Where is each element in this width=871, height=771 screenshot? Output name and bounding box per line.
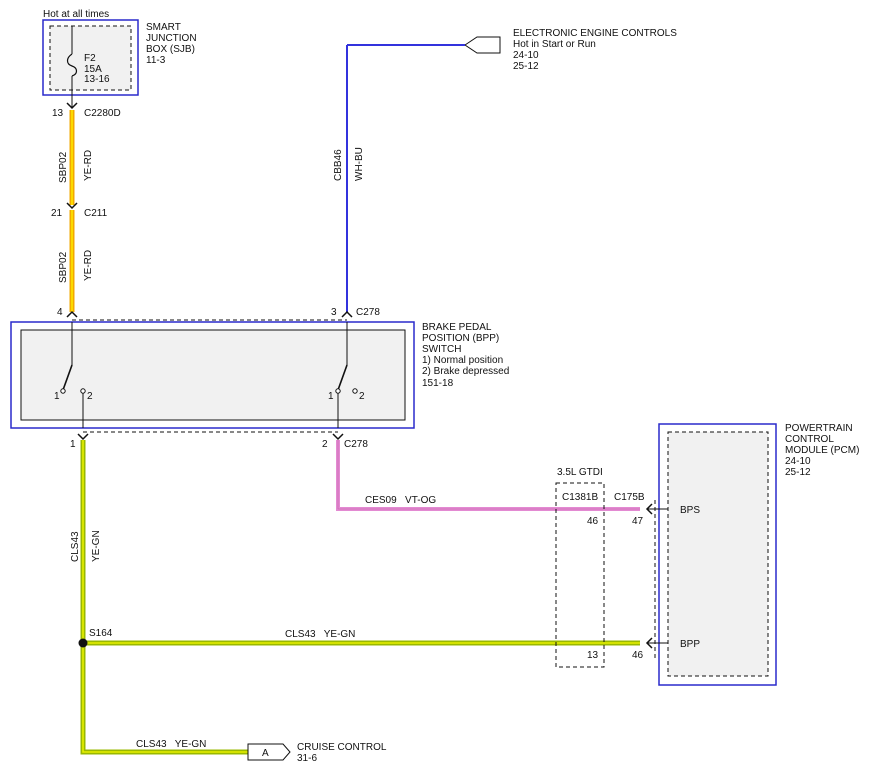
gtdi-dashed-box [555, 482, 605, 668]
pcm-bps-signal: BPS [680, 505, 700, 516]
wire-sbp02-a-color: YE-RD [83, 150, 94, 181]
sjb-module: Hot at all times F2 15A 13-16 SMART JUNC… [42, 9, 197, 107]
sjb-inner-box [49, 25, 132, 91]
connector-c211-pin: 21 [51, 208, 63, 219]
connector-c278-bottom-name: C278 [344, 439, 368, 450]
connector-c278-bottom-pin-left: 1 [70, 439, 76, 450]
connector-c2280d-pin: 13 [52, 108, 64, 119]
gtdi-connector: C1381B [562, 492, 598, 503]
pcm-bpp-pin: 46 [632, 650, 644, 661]
wire-cbb46: CBB46 WH-BU [333, 44, 465, 312]
pcm-title-3: MODULE (PCM) [785, 445, 859, 456]
eec-title-3: 24-10 [513, 50, 539, 61]
connector-c211-name: C211 [84, 208, 108, 219]
sjb-title-2: JUNCTION [146, 33, 197, 44]
bpp-right-contact-2 [352, 388, 358, 394]
wire-sbp02-a: SBP02 YE-RD [58, 110, 94, 205]
bpp-title-1: BRAKE PEDAL [422, 322, 492, 333]
connector-c278-bottom-chevron-left [77, 433, 89, 441]
bpp-left-blade [62, 364, 73, 391]
wire-cls43-vertical: CLS43 YE-GN [70, 440, 248, 755]
gtdi-group: 3.5L GTDI C1381B 46 13 [555, 467, 605, 668]
wire-cbb46-color: WH-BU [354, 147, 365, 181]
wire-cls43-horizontal: CLS43 YE-GN [83, 629, 640, 646]
pcm-connector-name: C175B [614, 492, 645, 503]
splice-label: S164 [89, 628, 113, 639]
pcm-bpp-signal: BPP [680, 639, 700, 650]
gtdi-pin-top: 46 [587, 516, 599, 527]
wire-sbp02-a-circuit: SBP02 [58, 151, 69, 183]
bpp-inner-box [20, 329, 406, 421]
connector-c2280d-chevron [66, 102, 78, 110]
connector-c278-bottom-chevron-right [332, 433, 344, 441]
eec-title-2: Hot in Start or Run [513, 39, 596, 50]
bpp-switch-module: 1 2 1 2 BRAKE PEDAL POSITION (BPP) SWITC… [10, 321, 509, 429]
cruise-page: 31-6 [297, 753, 317, 764]
fuse-name: F2 [84, 53, 96, 64]
splice-s164: S164 [78, 628, 113, 648]
sjb-title-3: BOX (SJB) [146, 44, 195, 55]
wire-cls43-vertical-circuit: CLS43 [70, 531, 81, 562]
wire-cbb46-circuit: CBB46 [333, 149, 344, 181]
pcm-title-5: 25-12 [785, 467, 811, 478]
sjb-title-4: 11-3 [146, 55, 166, 66]
connector-c278-top-name: C278 [356, 307, 380, 318]
fuse-symbol [66, 53, 78, 77]
bpp-left-contact-1 [60, 388, 66, 394]
eec-reference: ELECTRONIC ENGINE CONTROLS Hot in Start … [464, 28, 677, 72]
connector-c278-top-chevron-left [66, 310, 78, 318]
wire-cls43-mid-label: CLS43 YE-GN [285, 629, 355, 640]
pcm-inner-box [667, 431, 769, 677]
cruise-title: CRUISE CONTROL [297, 742, 387, 753]
bpp-left-contact-1-label: 1 [54, 391, 60, 402]
wire-ces09-label: CES09 VT-OG [365, 495, 436, 506]
sjb-hot-label: Hot at all times [43, 9, 109, 20]
sjb-title-1: SMART [146, 22, 181, 33]
bpp-title-6: 151-18 [422, 378, 454, 389]
bpp-left-contact-2 [80, 388, 86, 394]
eec-title-1: ELECTRONIC ENGINE CONTROLS [513, 28, 677, 39]
wire-cls43-vertical-color: YE-GN [91, 530, 102, 562]
connector-c278-top-pin-right: 3 [331, 307, 337, 318]
pcm-title-1: POWERTRAIN [785, 423, 853, 434]
gtdi-pin-bottom: 13 [587, 650, 599, 661]
bpp-right-contact-1 [335, 388, 341, 394]
wire-sbp02-b-color: YE-RD [83, 250, 94, 281]
bpp-right-contact-1-label: 1 [328, 391, 334, 402]
wire-sbp02-b-circuit: SBP02 [58, 251, 69, 283]
pcm-bps-pin: 47 [632, 516, 644, 527]
connector-c278-top: 4 3 C278 [57, 307, 380, 321]
bpp-title-5: 2) Brake depressed [422, 366, 509, 377]
fuse-amp: 15A [84, 64, 102, 75]
bpp-right-blade [337, 364, 348, 391]
gtdi-title: 3.5L GTDI [557, 467, 603, 478]
pcm-title-2: CONTROL [785, 434, 834, 445]
connector-c2280d: 13 C2280D [52, 102, 121, 119]
eec-arrow-connector [464, 36, 501, 54]
connector-c211: 21 C211 [51, 202, 108, 219]
pcm-module: C175B 47 BPS 46 BPP POWERTRAIN CONTROL M… [614, 423, 859, 686]
cruise-reference: CLS43 YE-GN A CRUISE CONTROL 31-6 [136, 739, 387, 764]
bpp-title-4: 1) Normal position [422, 355, 503, 366]
eec-title-4: 25-12 [513, 61, 539, 72]
wire-sbp02-b: SBP02 YE-RD [58, 210, 94, 312]
connector-c278-bottom-pin-right: 2 [322, 439, 328, 450]
connector-c211-chevron [66, 202, 78, 210]
splice-dot [78, 638, 88, 648]
connector-c278-bottom: 1 2 C278 [70, 431, 368, 450]
cruise-connector-arrow [247, 743, 291, 761]
pcm-title-4: 24-10 [785, 456, 811, 467]
bpp-right-contact-2-label: 2 [359, 391, 365, 402]
wire-ces09: CES09 VT-OG [336, 440, 640, 511]
connector-c278-top-pin-left: 4 [57, 307, 63, 318]
wire-cls43-bottom-label: CLS43 YE-GN [136, 739, 206, 750]
connector-c278-top-chevron-right [341, 310, 353, 318]
bpp-title-3: SWITCH [422, 344, 461, 355]
bpp-left-contact-2-label: 2 [87, 391, 93, 402]
cruise-connector-letter: A [262, 748, 269, 759]
connector-c2280d-name: C2280D [84, 108, 121, 119]
fuse-page: 13-16 [84, 74, 110, 85]
bpp-title-2: POSITION (BPP) [422, 333, 499, 344]
